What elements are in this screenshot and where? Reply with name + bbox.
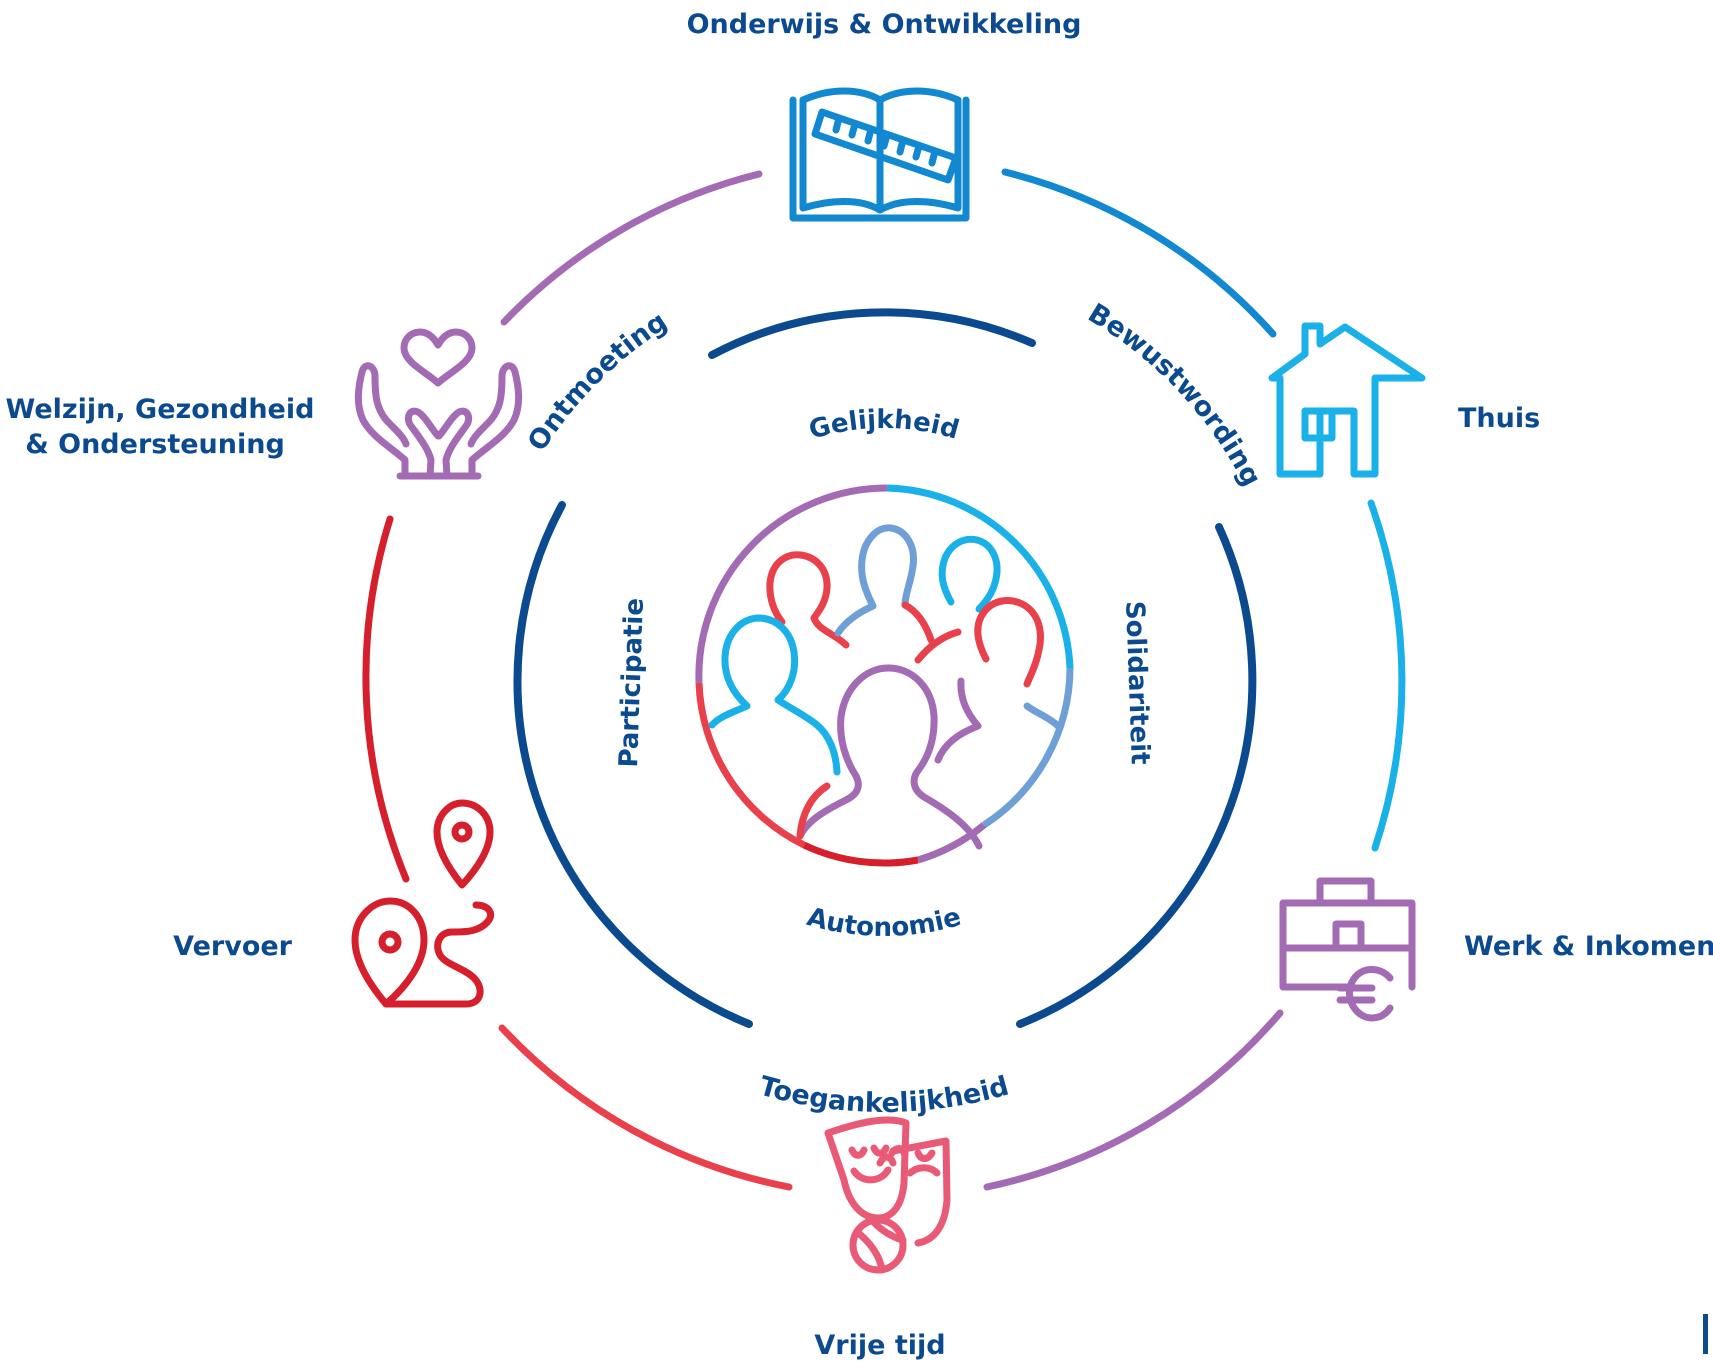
outer-ring-segment-purple-bottom: [983, 1009, 1284, 1191]
inner-ring-segment-top: [708, 308, 1036, 359]
label-vervoer: Vervoer: [173, 931, 293, 962]
outer-ring: [362, 168, 1406, 1191]
center-circle: [695, 484, 1074, 867]
label-onderwijs-ontwikkeling: Onderwijs & Ontwikkeling: [687, 9, 1082, 40]
outer-ring-segment-purple-top: [500, 170, 763, 326]
outer-ring-segment-lightblue-right: [1367, 499, 1406, 852]
outer-ring-segment-red-left: [362, 515, 410, 883]
value-participatie: Participatie: [614, 597, 650, 767]
theater-masks-ball-icon: [824, 1116, 951, 1274]
ring-word-ontmoeting: Ontmoeting: [522, 306, 673, 457]
corner-mark: [1703, 1314, 1708, 1354]
route-pins-icon: [351, 799, 495, 1008]
label-werk-inkomen: Werk & Inkomen: [1464, 931, 1713, 962]
label-vrije-tijd: Vrije tijd: [814, 1330, 945, 1361]
outer-ring-segment-red-bottom: [498, 1024, 793, 1191]
value-autonomie: Autonomie: [804, 902, 964, 943]
inner-ring: [513, 308, 1257, 1028]
house-icon: [1268, 322, 1426, 478]
briefcase-euro-icon: [1279, 877, 1416, 1022]
value-gelijkheid: Gelijkheid: [806, 405, 963, 446]
label-welzijn-line1: Welzijn, Gezondheid: [6, 394, 315, 425]
value-solidariteit: Solidariteit: [1119, 600, 1155, 765]
label-thuis: Thuis: [1458, 403, 1540, 434]
hands-heart-icon: [354, 328, 523, 480]
book-ruler-icon: [789, 87, 970, 222]
outer-ring-segment-blue-top: [1001, 168, 1277, 338]
group-of-people-icon: [708, 524, 1062, 850]
inner-ring-segment-right: [1016, 523, 1257, 1028]
ring-word-toegankelijkheid: Toegankelijkheid: [756, 1071, 1012, 1120]
inner-ring-segment-left: [513, 501, 753, 1028]
label-welzijn-line2: & Ondersteuning: [25, 429, 285, 460]
ring-word-bewustwording: Bewustwording: [1083, 298, 1267, 492]
